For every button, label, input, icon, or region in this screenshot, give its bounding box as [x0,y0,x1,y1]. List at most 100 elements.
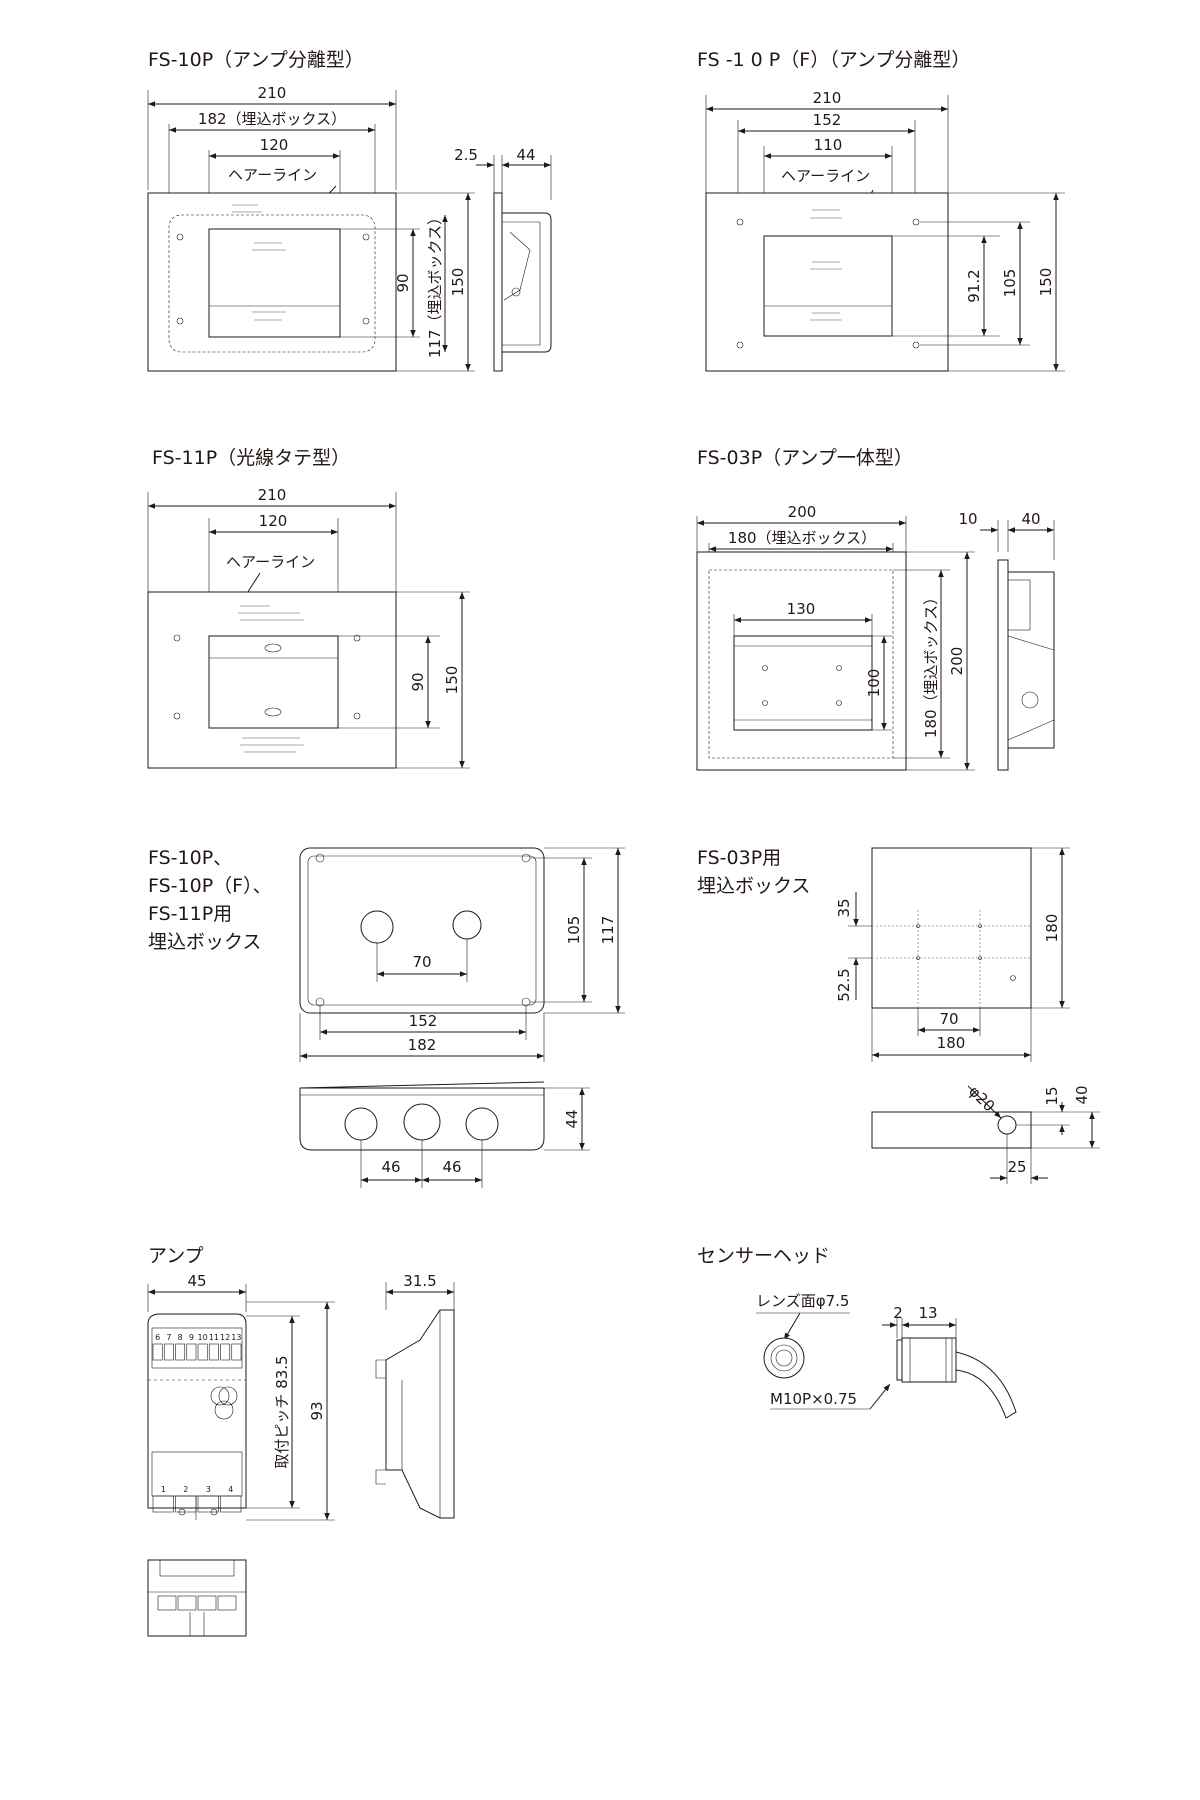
sensor-dim-13: 13 [918,1304,937,1322]
fs10p-dim-117: 117（埋込ボックス） [426,210,444,358]
fs10pf-sensor-window [763,235,893,337]
fs11p-dim-90: 90 [409,672,427,691]
box2-side [871,1111,1032,1149]
fs11p-dim-150: 150 [443,666,461,695]
box1-dim-182: 182 [408,1036,437,1054]
fs10p-side-box [502,212,552,353]
fs10pf-dim-150: 150 [1037,268,1055,297]
fs10pf-title: FS -1 0 P（F）（アンプ分離型） [697,49,970,71]
sensor-dim-2: 2 [893,1304,903,1322]
sensor-title: センサーヘッド [697,1245,830,1267]
fs03p-dim-200: 200 [788,503,817,521]
fs10pf-dim-91.2: 91.2 [965,269,983,302]
amp-terminal-screw [152,1495,174,1513]
fs10p-hairline-label: ヘアーライン [228,166,317,184]
amp-top-terminal-block [151,1327,243,1369]
amp-dim-45: 45 [187,1272,206,1290]
box2-dim-15: 15 [1043,1086,1061,1105]
fs10p-dim-210: 210 [258,84,287,102]
amp-terminal-screw [163,1343,174,1361]
amp-terminal-screw [220,1343,231,1361]
box1-dim-70: 70 [412,953,431,971]
fs11p-hairline-label: ヘアーライン [226,553,315,571]
box1-dim-152: 152 [409,1012,438,1030]
sensor-drawing: センサーヘッド レンズ面φ7.5 M10P×0.75 2 13 [697,1245,1017,1419]
box1-dim-46-left: 46 [381,1158,400,1176]
box1-dim-46-right: 46 [442,1158,461,1176]
amp-terminal-number: 11 [209,1333,219,1342]
box1-title-line-2: FS-10P（F）、 [148,875,272,897]
fs03p-dim-40: 40 [1021,510,1040,528]
fs03p-dim-100: 100 [865,669,883,698]
fs10p-drawing: FS-10P（アンプ分離型） 210 182（埋込ボックス） 120 ヘアーライ… [147,49,552,372]
box2-title-line-2: 埋込ボックス [697,875,810,897]
amp-terminal-number: 10 [198,1333,208,1342]
box1-title-line-3: FS-11P用 [148,903,232,925]
amp-terminal-screw [197,1495,219,1513]
sensor-cable [955,1351,1017,1419]
amp-terminal-number: 3 [206,1485,211,1494]
fs11p-title: FS-11P（光線タテ型） [152,447,350,469]
box2-dim-35: 35 [835,898,853,917]
box1-title-line-4: 埋込ボックス [148,931,261,953]
amp-bottom-terminal-block [151,1451,243,1497]
fs10p-title: FS-10P（アンプ分離型） [148,49,364,71]
box1-title-line-1: FS-10P、 [148,847,232,869]
amp-terminal-screw [175,1343,186,1361]
amp-dim-93: 93 [308,1401,326,1420]
fs03p-box-outline [708,569,894,759]
sensor-head-body [901,1337,957,1383]
amp-terminal-screw [220,1495,242,1513]
amp-terminal-number: 7 [166,1333,171,1342]
amp-dim-83.5: 取付ピッチ 83.5 [273,1355,291,1468]
fs10p-dim-150: 150 [449,268,467,297]
fs10p-dim-2.5: 2.5 [454,146,478,164]
box1-dim-44: 44 [563,1109,581,1128]
amp-terminal-number: 6 [155,1333,160,1342]
fs03p-dim-10: 10 [958,510,977,528]
fs10pf-dim-105: 105 [1001,269,1019,298]
fs10pf-dim-210: 210 [813,89,842,107]
fs03p-drawing: FS-03P（アンプ一体型） 200 180（埋込ボックス） 130 100 1… [696,447,1055,771]
box1-knockout-right [452,910,482,940]
fs03p-title: FS-03P（アンプ一体型） [697,447,913,469]
fs03p-side-box [1007,571,1055,749]
fs03p-dim-200-v: 200 [948,647,966,676]
sensor-thread-label: M10P×0.75 [770,1390,857,1408]
fs10p-side-plate [493,192,503,372]
amp-terminal-screw [186,1343,197,1361]
box1-drawing: FS-10P、 FS-10P（F）、 FS-11P用 埋込ボックス 70 152… [148,847,625,1188]
amp-terminal-number: 2 [183,1485,188,1494]
sensor-lens-label: レンズ面φ7.5 [756,1292,849,1310]
amp-side [385,1309,455,1519]
fs03p-panel [733,635,873,731]
amp-terminal-number: 4 [228,1485,233,1494]
fs03p-side-plate [997,559,1009,771]
fs10p-dim-44: 44 [516,146,535,164]
amp-terminal-screw [152,1343,163,1361]
fs10pf-dim-152: 152 [813,111,842,129]
box2-dim-40: 40 [1073,1085,1091,1104]
amp-terminal-screw [208,1343,219,1361]
fs11p-dim-210: 210 [258,486,287,504]
fs11p-drawing: FS-11P（光線タテ型） 210 120 ヘアーライン 90 150 [147,447,470,769]
fs10p-dim-182: 182（埋込ボックス） [198,110,346,128]
amp-terminal-screw [231,1343,242,1361]
box2-drawing: FS-03P用 埋込ボックス 35 52.5 180 70 180 φ20 [697,847,1100,1184]
fs03p-dim-130: 130 [787,600,816,618]
fs11p-sensor-window [208,635,339,729]
fs10p-sensor-window [208,228,341,338]
box1-dim-105: 105 [565,916,583,945]
amp-title: アンプ [148,1245,204,1267]
fs10pf-dim-110: 110 [814,136,843,154]
box2-dim-180-v: 180 [1043,914,1061,943]
box1-front [299,847,545,1014]
amp-terminal-number: 8 [178,1333,183,1342]
amp-terminal-number: 13 [231,1333,241,1342]
fs03p-dim-180: 180（埋込ボックス） [728,529,876,547]
box1-knockout-left [360,910,394,944]
